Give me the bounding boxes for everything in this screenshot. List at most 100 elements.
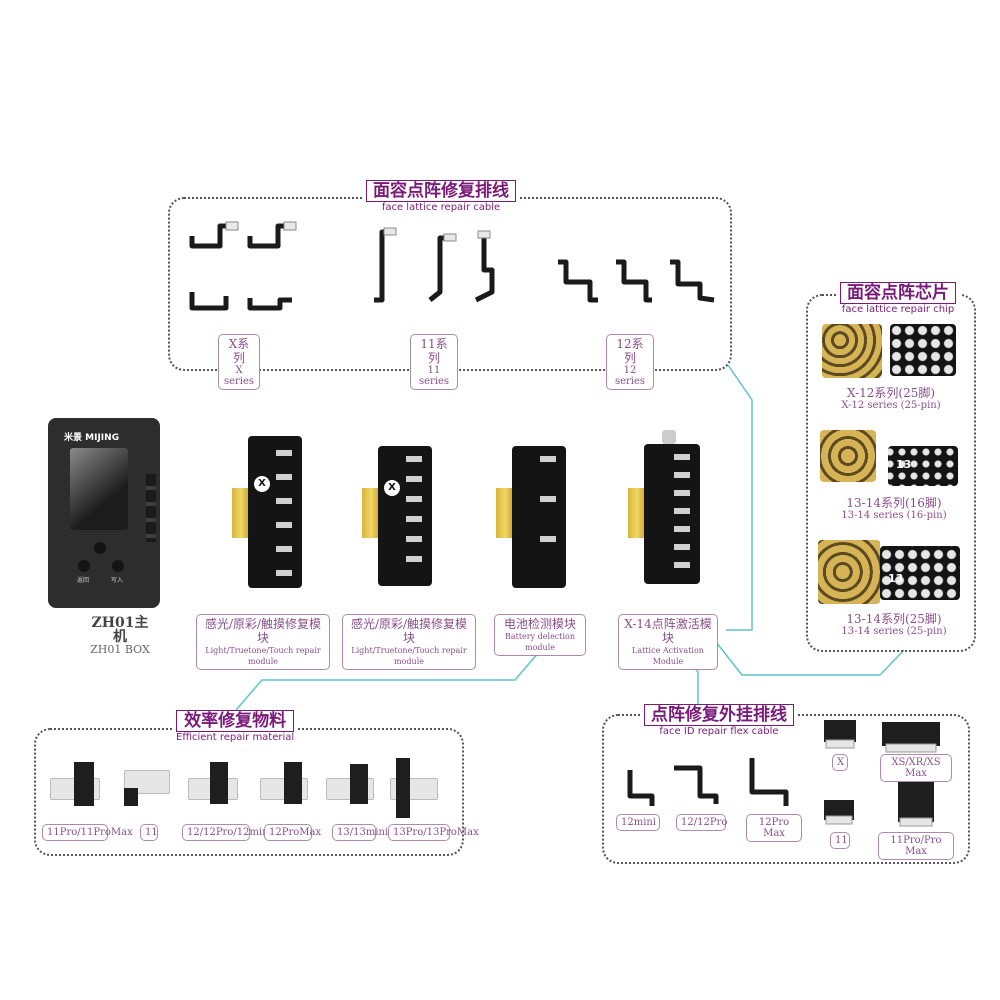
module-4-gold-edge [628, 488, 646, 538]
12-series-cable-3 [670, 259, 715, 303]
material-part-3-flex [210, 762, 228, 804]
zh01-box-label: ZH01主机 ZH01 BOX [82, 614, 158, 658]
flex-11-head [824, 800, 854, 820]
module-2-label-en: Light/Truetone/Touch repair module [351, 646, 467, 666]
chip-label-3: 13-14系列(25脚) 13-14 series (25-pin) [836, 610, 952, 639]
flex-label-12-12pro: 12/12Pro [676, 814, 727, 831]
chip-black-image-3 [880, 546, 960, 600]
box-button-right-label: 写入 [111, 577, 124, 584]
module-1-connectors [276, 450, 292, 578]
module-3-connectors [540, 456, 556, 576]
x-series-label: X系列 X series [218, 334, 260, 390]
flex-12promax-cable [749, 758, 789, 806]
chip-label-1-en: X-12 series (25-pin) [841, 400, 941, 411]
chip-label-2: 13-14系列(16脚) 13-14 series (16-pin) [836, 494, 952, 523]
x-series-cable-1 [189, 223, 232, 249]
flex-label-12mini: 12mini [616, 814, 660, 831]
flexcable-title-cn: 点阵修复外挂排线 [644, 704, 794, 726]
material-label-4: 12ProMax [264, 824, 321, 841]
box-button-center[interactable] [94, 542, 106, 554]
chip-label-3-cn: 13-14系列(25脚) [846, 612, 942, 626]
box-button-left[interactable] [78, 560, 90, 572]
flex-label-xs-xr-xsmax: XS/XR/XS Max [880, 754, 952, 782]
module-1-label-en: Light/Truetone/Touch repair module [205, 646, 321, 666]
material-title: 效率修复物料 Efficient repair material [172, 710, 299, 744]
module-2-board: X [378, 446, 432, 586]
11-series-label-en: 11 series [418, 365, 450, 387]
chip-label-1-cn: X-12系列(25脚) [846, 386, 936, 400]
material-label-3: 12/12Pro/12mini [182, 824, 272, 841]
zh01-box-device: 米景 MIJING 返回 写入 [48, 418, 160, 608]
module-4-label: X-14点阵激活模块 Lattice Activation Module [618, 614, 718, 670]
x-series-cable-2 [247, 223, 290, 249]
chip-gold-image-3 [818, 540, 880, 604]
box-screen [70, 448, 128, 530]
flexcable-title: 点阵修复外挂排线 face ID repair flex cable [640, 704, 798, 738]
chip-title: 面容点阵芯片 face lattice repair chip [836, 282, 960, 316]
chip-title-cn: 面容点阵芯片 [840, 282, 956, 304]
module-1-board: X [248, 436, 302, 588]
flex-label-11pro-promax: 11Pro/Pro Max [878, 832, 954, 860]
module-1-gold-edge [232, 488, 250, 538]
chip-label-1: X-12系列(25脚) X-12 series (25-pin) [836, 384, 946, 413]
x-series-label-cn: X系列 [228, 337, 250, 365]
module-2-connectors [406, 456, 422, 576]
box-brand-en: MIJING [85, 433, 120, 443]
material-part-6-flex [396, 758, 410, 818]
11-series-label: 11系列 11 series [410, 334, 458, 390]
connector-module-to-chip [715, 641, 905, 676]
zh01-box-label-cn: ZH01主机 [91, 615, 149, 645]
material-label-2: 11 [140, 824, 158, 841]
module-3-label-cn: 电池检测模块 [503, 617, 576, 631]
module-1-label-cn: 感光/原彩/触摸修复模块 [204, 617, 322, 645]
flex-label-12promax: 12Pro Max [746, 814, 802, 842]
face-cable-title-en: face lattice repair cable [381, 202, 501, 213]
box-brand-cn: 米景 [64, 433, 83, 443]
chip-badge-3: 13 [888, 572, 904, 585]
module-4-usb-port [662, 430, 676, 444]
module-3-label: 电池检测模块 Battery delection module [494, 614, 586, 656]
connector-cable-to-module [726, 364, 753, 631]
flex-12mini-cable [627, 770, 655, 806]
module-3-gold-edge [496, 488, 514, 538]
face-cable-title-cn: 面容点阵修复排线 [366, 180, 516, 202]
chip-label-3-en: 13-14 series (25-pin) [841, 626, 947, 637]
flex-11pro-head [898, 782, 934, 822]
box-button-right[interactable] [112, 560, 124, 572]
box-brand: 米景 MIJING [64, 430, 119, 443]
face-cable-title: 面容点阵修复排线 face lattice repair cable [362, 180, 520, 214]
module-4-board [644, 444, 700, 584]
12-series-cable-1 [558, 259, 598, 303]
module-3-board [512, 446, 566, 588]
material-part-1-flex [74, 762, 94, 806]
x-series-cable-4 [247, 297, 292, 311]
chip-gold-image-2 [820, 430, 876, 482]
module-2-logo: X [384, 480, 400, 496]
flex-label-11: 11 [830, 832, 850, 849]
material-part-5-flex [350, 764, 368, 804]
module-4-label-en: Lattice Activation Module [632, 646, 704, 666]
flex-xs-head [882, 722, 940, 746]
x-series-label-en: X series [223, 365, 255, 387]
flexcable-title-en: face ID repair flex cable [659, 726, 779, 737]
material-title-cn: 效率修复物料 [176, 710, 295, 732]
module-1-logo: X [254, 476, 270, 492]
chip-gold-image-1 [822, 324, 882, 378]
module-2-gold-edge [362, 488, 380, 538]
module-1-label: 感光/原彩/触摸修复模块 Light/Truetone/Touch repair… [196, 614, 330, 670]
12-series-cable-2 [616, 259, 652, 303]
module-2-label: 感光/原彩/触摸修复模块 Light/Truetone/Touch repair… [342, 614, 476, 670]
flex-x-head [824, 720, 856, 742]
chip-title-en: face lattice repair chip [841, 304, 955, 315]
12-series-label-cn: 12系列 [616, 337, 644, 365]
chip-label-2-cn: 13-14系列(16脚) [846, 496, 942, 510]
chip-badge-2: 13 [896, 458, 912, 471]
zh01-box-label-en: ZH01 BOX [90, 643, 150, 656]
material-title-en: Efficient repair material [176, 732, 295, 743]
module-4-label-cn: X-14点阵激活模块 [624, 617, 712, 645]
material-part-2-flex [124, 788, 138, 806]
material-part-4-flex [284, 762, 302, 804]
box-button-left-label: 返回 [77, 577, 90, 584]
